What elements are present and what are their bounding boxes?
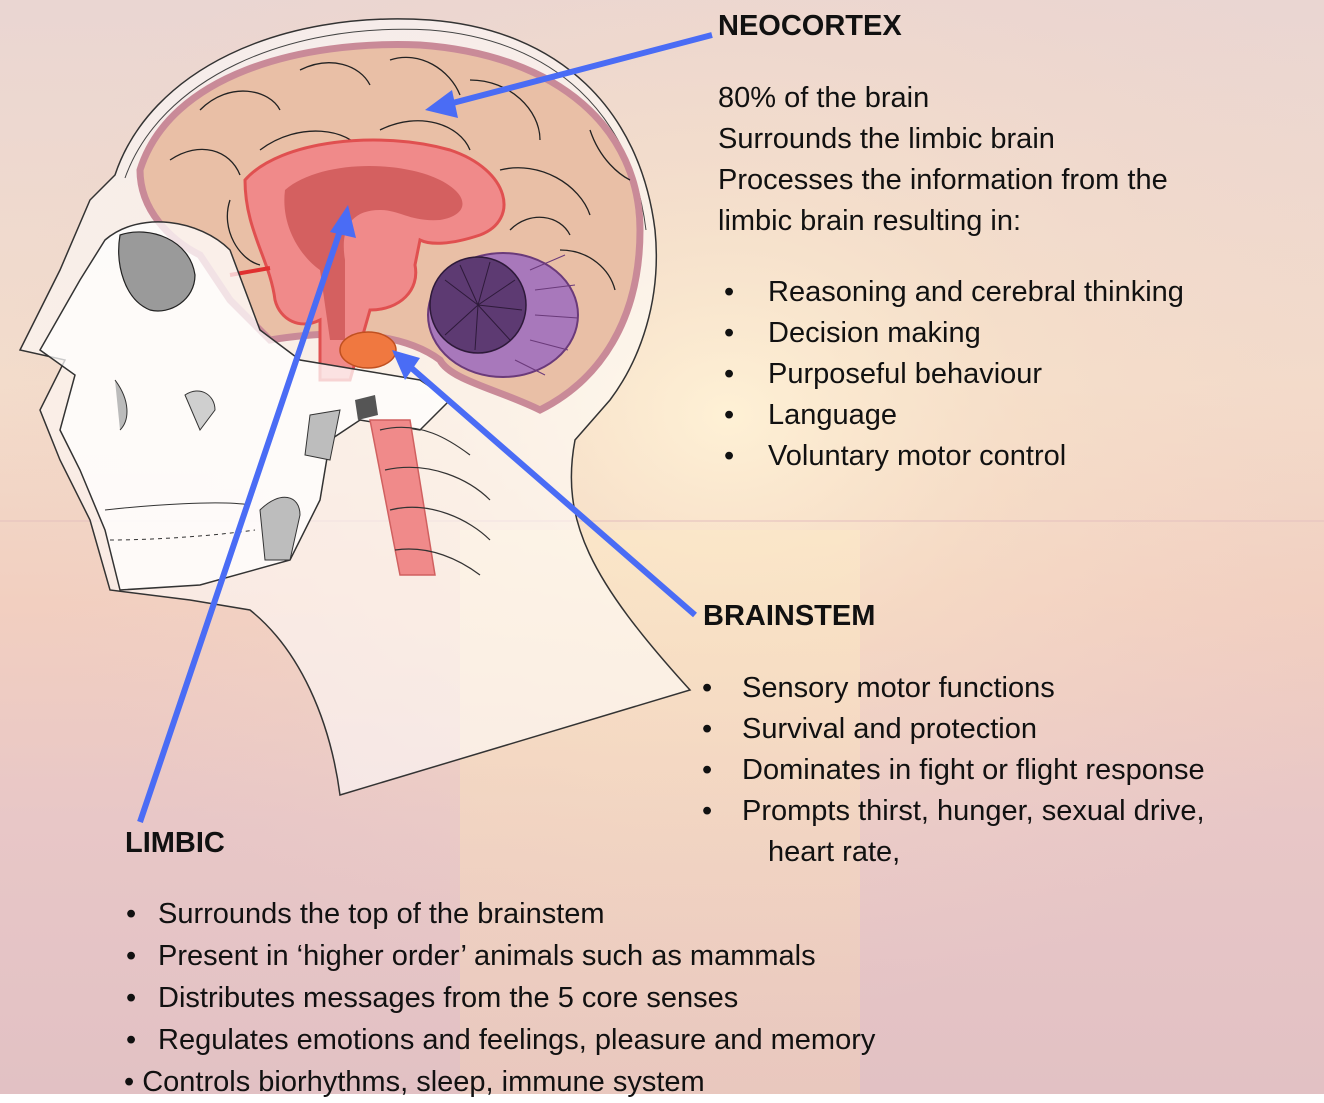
- neocortex-intro-line: Processes the information from the: [718, 160, 1168, 201]
- list-item: Surrounds the top of the brainstem: [124, 893, 875, 935]
- brainstem-spot: [340, 332, 396, 368]
- list-item: Reasoning and cerebral thinking: [716, 272, 1184, 313]
- list-item: Language: [716, 395, 1184, 436]
- brainstem-continuation: heart rate,: [768, 832, 900, 873]
- list-item: • Controls biorhythms, sleep, immune sys…: [124, 1061, 875, 1103]
- brainstem-list: Sensory motor functions Survival and pro…: [700, 668, 1205, 832]
- list-item: Purposeful behaviour: [716, 354, 1184, 395]
- list-item: Present in ‘higher order’ animals such a…: [124, 935, 875, 977]
- list-item: Prompts thirst, hunger, sexual drive,: [700, 791, 1205, 832]
- neocortex-list: Reasoning and cerebral thinking Decision…: [716, 272, 1184, 477]
- neocortex-intro-line: 80% of the brain: [718, 78, 1168, 119]
- list-item: Distributes messages from the 5 core sen…: [124, 977, 875, 1019]
- neocortex-intro-line: limbic brain resulting in:: [718, 201, 1168, 242]
- limbic-heading: LIMBIC: [125, 827, 225, 860]
- list-item: Sensory motor functions: [700, 668, 1205, 709]
- cerebellum-shape: [428, 253, 578, 377]
- list-item: Regulates emotions and feelings, pleasur…: [124, 1019, 875, 1061]
- brainstem-heading: BRAINSTEM: [703, 600, 875, 633]
- list-item: Dominates in fight or flight response: [700, 750, 1205, 791]
- list-item: Voluntary motor control: [716, 436, 1184, 477]
- neocortex-intro-line: Surrounds the limbic brain: [718, 119, 1168, 160]
- list-item: Survival and protection: [700, 709, 1205, 750]
- limbic-list: Surrounds the top of the brainstem Prese…: [124, 893, 875, 1103]
- neocortex-heading: NEOCORTEX: [718, 10, 902, 43]
- neocortex-intro: 80% of the brain Surrounds the limbic br…: [718, 78, 1168, 242]
- list-item: Decision making: [716, 313, 1184, 354]
